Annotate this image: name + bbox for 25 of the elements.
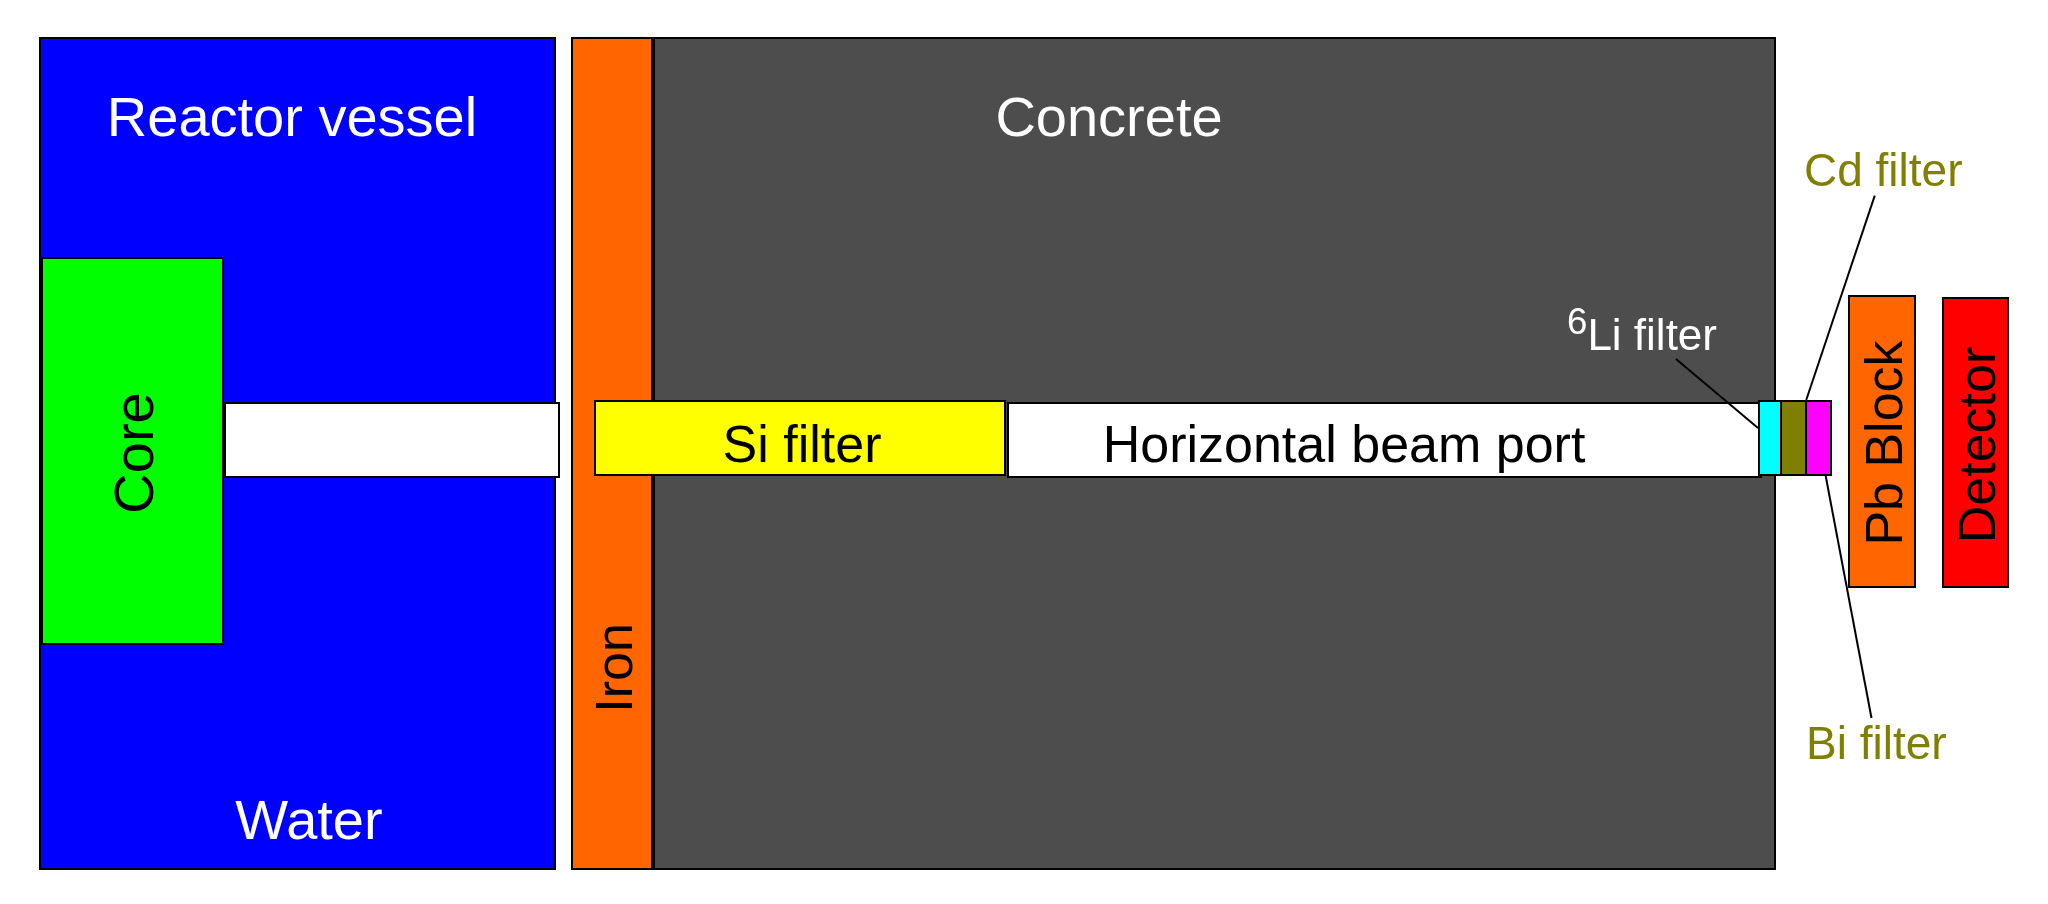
region-label: Concrete [995,89,1223,145]
beam-tube [224,402,560,478]
block-label: Detector [1951,346,2003,544]
region-label: Iron [588,623,640,713]
filter-layer [1780,400,1807,476]
detector-block [1942,297,2009,588]
core-label: Core [106,392,162,514]
leader-line [1805,194,1876,401]
lead-block [1848,295,1916,588]
block-label: Pb Block [1858,340,1910,546]
region-label: Reactor vessel [106,89,478,145]
leader-line [1824,475,1873,719]
beam-port [1007,402,1762,478]
filter-layer [1758,400,1782,476]
filter-label: Si filter [722,418,882,470]
leader-line [1674,358,1759,429]
region-label: Water [235,792,383,848]
filter-block [594,400,1006,476]
filter-label: Cd filter [1804,145,1963,196]
core-block [41,257,224,645]
iron-shield [571,37,653,870]
filter-layer [1805,400,1832,476]
concrete-shield [653,37,1776,870]
filter-label: $^{6}$Li filter [1567,302,1717,360]
filter-label: Bi filter [1806,718,1947,769]
